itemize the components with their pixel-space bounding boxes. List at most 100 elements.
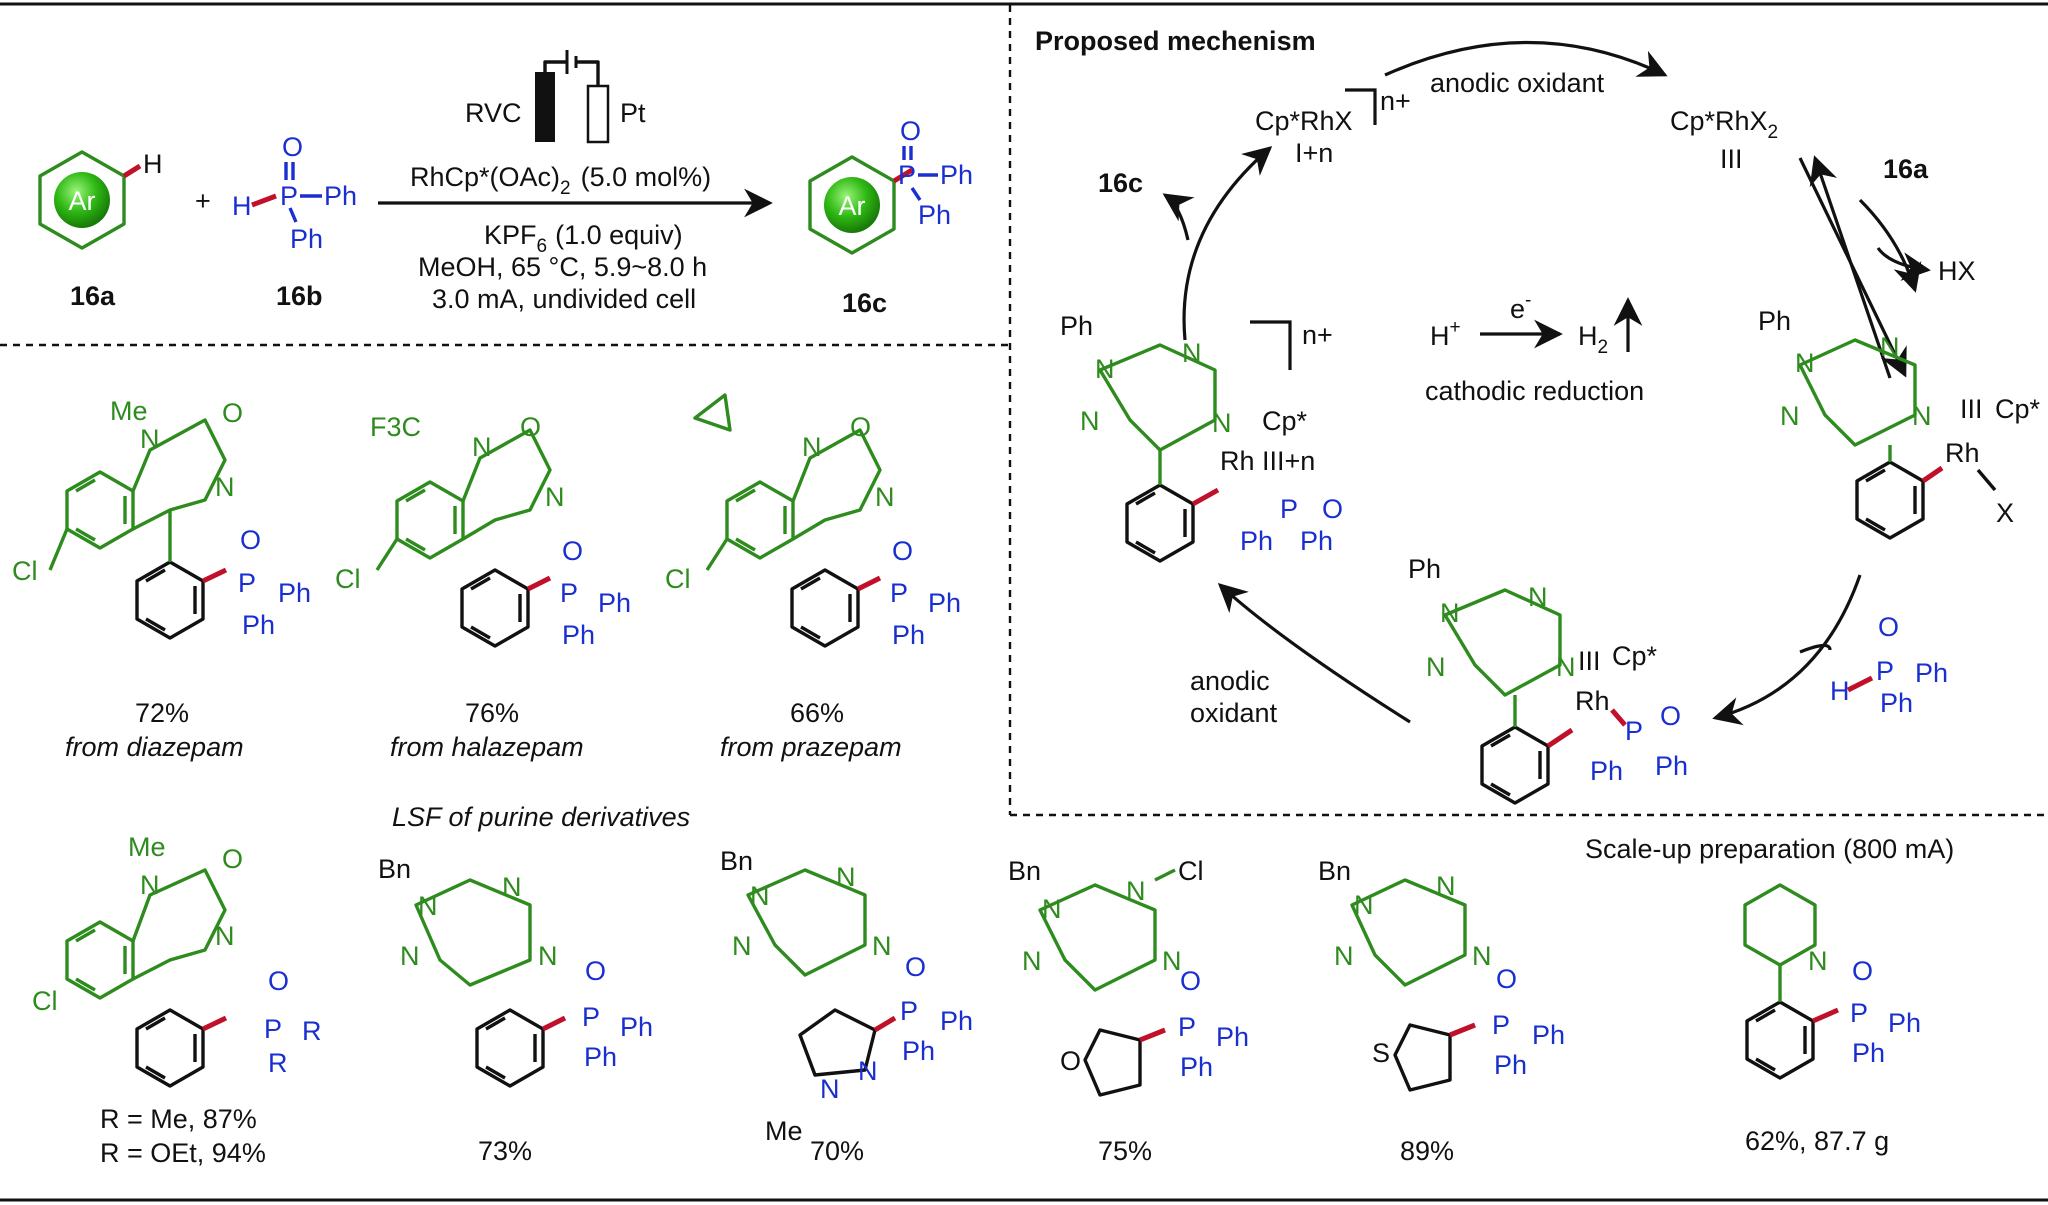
- p-atom: P: [560, 578, 578, 608]
- bn-group: Bn: [378, 854, 411, 884]
- charge-label: n+: [1380, 86, 1411, 116]
- p-atom: P: [1625, 716, 1643, 746]
- oxidant-label-left: oxidant: [1190, 698, 1278, 728]
- x-ligand: X: [1996, 498, 2014, 528]
- cathodic-label: cathodic reduction: [1425, 376, 1644, 406]
- o-atom: O: [222, 398, 243, 428]
- n-methyl: Me: [128, 832, 166, 862]
- release-arrow: [1182, 146, 1273, 341]
- n-atom: N: [502, 872, 522, 902]
- solvent-text: MeOH, 65 °C, 5.9~8.0 h: [418, 252, 707, 282]
- ph-group: Ph: [1300, 526, 1333, 556]
- n-atom: N: [1436, 871, 1456, 901]
- n-atom: N: [1440, 598, 1460, 628]
- p-atom: P: [898, 160, 916, 190]
- o-atom: O: [1496, 964, 1517, 994]
- ar-label: Ar: [69, 186, 96, 216]
- ox-state: III+n: [1262, 446, 1315, 476]
- ph-group: Ph: [1852, 1038, 1885, 1068]
- yield-text: 75%: [1098, 1136, 1152, 1166]
- bn-group: Bn: [720, 846, 753, 876]
- n-atom: N: [472, 432, 492, 462]
- n-atom: N: [538, 941, 558, 971]
- cp-ligand: Cp*: [1262, 406, 1308, 436]
- r-group: R: [302, 1016, 322, 1046]
- n-atom: N: [418, 891, 438, 921]
- yield-me: R = Me, 87%: [100, 1104, 257, 1134]
- ox-state: III: [1960, 394, 1983, 424]
- cl-atom: Cl: [1178, 856, 1204, 886]
- n-atom: N: [1880, 332, 1900, 362]
- n-atom: N: [1912, 401, 1932, 431]
- h-atom: H: [143, 149, 163, 179]
- h-atom: H: [1830, 676, 1850, 706]
- anodic-arrow-top: [1384, 40, 1668, 77]
- ph-group: Ph: [928, 588, 961, 618]
- n-atom: N: [732, 931, 752, 961]
- yield-text: 73%: [478, 1136, 532, 1166]
- o-atom: O: [268, 966, 289, 996]
- o-atom: O: [850, 412, 871, 442]
- product-16c: Ar O P Ph Ph: [808, 116, 973, 255]
- ph-group: Ph: [1880, 688, 1913, 718]
- cl-atom: Cl: [12, 556, 38, 586]
- yield-text: 89%: [1400, 1136, 1454, 1166]
- ph-group: Ph: [598, 588, 631, 618]
- n-atom: N: [875, 482, 895, 512]
- yield-text: 62%, 87.7 g: [1745, 1126, 1889, 1156]
- rh-atom: Rh: [1575, 686, 1610, 716]
- n-atom: N: [215, 921, 235, 951]
- yield-text: 70%: [810, 1136, 864, 1166]
- ph-group: Ph: [242, 610, 275, 640]
- n-atom: N: [1354, 890, 1374, 920]
- ligand-input-arrow: [1799, 643, 1832, 654]
- cp-ligand: Cp*: [1995, 394, 2041, 424]
- 16a-arrow: [1858, 198, 1922, 293]
- trifluoroethyl: F3C: [370, 412, 421, 442]
- reagent-16a: 16a: [1883, 154, 1929, 184]
- n-atom: N: [1808, 946, 1828, 976]
- n-atom: N: [1795, 348, 1815, 378]
- n-atom: N: [1182, 338, 1202, 368]
- cl-atom: Cl: [32, 986, 58, 1016]
- ph-group: Ph: [290, 224, 323, 254]
- bn-group: Bn: [1008, 856, 1041, 886]
- substrate-16a: Ar H: [38, 149, 163, 250]
- n-atom: N: [1095, 354, 1115, 384]
- electrode-icon: RVC Pt: [465, 50, 646, 144]
- ph-group: Ph: [1060, 311, 1093, 341]
- ph-group: Ph: [1532, 1020, 1565, 1050]
- product-16c: 16c: [1098, 168, 1143, 198]
- charge-label: n+: [1302, 320, 1333, 350]
- n-atom: N: [1162, 946, 1182, 976]
- o-atom: O: [1852, 956, 1873, 986]
- cp-ligand: Cp*: [1612, 641, 1658, 671]
- ph-group: Ph: [1655, 751, 1688, 781]
- p-atom: P: [1876, 656, 1894, 686]
- ph-group: Ph: [1216, 1022, 1249, 1052]
- rh-atom: Rh: [1945, 438, 1980, 468]
- mechanism-title: Proposed mechenism: [1035, 26, 1316, 56]
- current-text: 3.0 mA, undivided cell: [432, 284, 696, 314]
- n-atom: N: [1022, 946, 1042, 976]
- cl-atom: Cl: [665, 564, 691, 594]
- yield-text: 72%: [135, 698, 189, 728]
- scale-up-title: Scale-up preparation (800 mA): [1585, 834, 1954, 864]
- h-atom: H: [232, 191, 252, 221]
- n-atom: N: [140, 870, 160, 900]
- lsf-title: LSF of purine derivatives: [392, 802, 690, 832]
- source-text: from prazepam: [720, 732, 902, 762]
- yield-oet: R = OEt, 94%: [100, 1138, 266, 1168]
- o-atom: O: [900, 116, 921, 146]
- o-atom: O: [222, 844, 243, 874]
- purine-derivative-phenyl: Bn N N N N O P Ph Ph 73%: [378, 854, 653, 1166]
- rh-high-species: Cp*RhX2: [1670, 106, 1778, 143]
- n-atom: N: [545, 482, 565, 512]
- p-atom: P: [1178, 1012, 1196, 1042]
- reverse-arrow: [1809, 155, 1892, 379]
- ox-state-low: I+n: [1295, 138, 1333, 168]
- anodic-arrow-left: [1217, 583, 1411, 724]
- purine-derivative-thiophene: Bn N N N N S O P Ph Ph 89%: [1318, 856, 1565, 1166]
- n-methyl: Me: [765, 1116, 803, 1146]
